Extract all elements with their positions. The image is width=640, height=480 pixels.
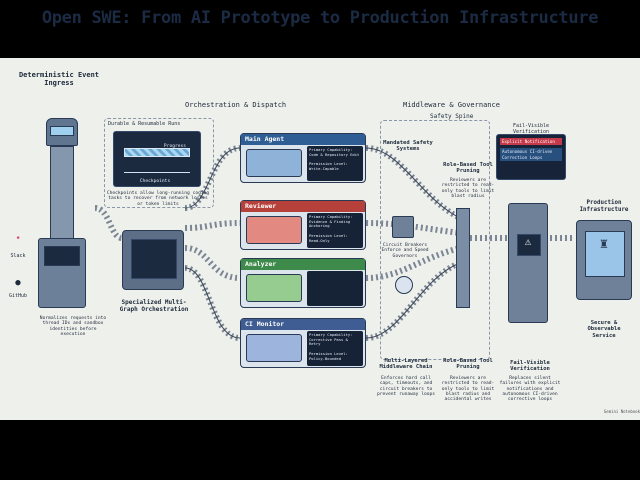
verification-panel: Explicit Notification Autonomous CI-driv…	[496, 134, 566, 180]
section-ingress-title: Deterministic Event Ingress	[18, 71, 100, 88]
breaker-box	[392, 216, 414, 238]
production-fortress	[576, 220, 632, 300]
slack-label: Slack	[10, 253, 26, 259]
agent-ci-monitor-name: CI Monitor	[241, 319, 365, 330]
agent-reviewer-info: Primary Capability: Evidence & Finding A…	[307, 213, 363, 248]
role-top-title: Role-Based Tool Pruning	[443, 162, 493, 175]
reviewer-train-icon	[246, 216, 302, 244]
breakers-label: Circuit Breakers Enforce and Speed Gover…	[381, 243, 429, 259]
agent-main-info: Primary Capability: Code & Repository Ed…	[307, 146, 363, 181]
production-label: Secure & Observable Service	[587, 320, 621, 339]
agent-ci-monitor-info: Primary Capability: Corrective Pass & Re…	[307, 331, 363, 366]
checkpoints-label: Checkpoints	[139, 179, 171, 184]
role-top-desc: Reviewers are restricted to read-only to…	[441, 178, 495, 199]
section-middleware-title: Middleware & Governance	[403, 101, 500, 109]
github-label: GitHub	[8, 293, 28, 299]
middleware-frame	[380, 120, 490, 360]
mandated-label: Mandated Safety Systems	[383, 140, 433, 153]
letterbox-top	[0, 0, 640, 58]
agent-analyzer-name: Analyzer	[241, 259, 365, 270]
github-icon: ●	[15, 278, 21, 288]
role-bot-title: Role-Based Tool Pruning	[443, 358, 493, 371]
verification-gate	[508, 203, 548, 323]
ingress-description: Normalizes requests into thread IDs and …	[39, 316, 107, 337]
explicit-notification: Explicit Notification	[500, 138, 562, 146]
chain-desc: Enforces hard call caps, timeouts, and c…	[376, 376, 436, 397]
agent-main-name: Main Agent	[241, 134, 365, 145]
orchestrator-label: Specialized Multi-Graph Orchestration	[119, 299, 189, 313]
runs-frame	[104, 118, 214, 208]
pruning-gate	[456, 208, 470, 308]
verification-desc: Replaces silent failures with explicit n…	[499, 376, 561, 403]
agent-ci-monitor: CI Monitor Primary Capability: Correctiv…	[240, 318, 366, 368]
castle-icon: ♜	[599, 236, 609, 252]
speed-gauge-icon	[395, 276, 413, 294]
section-orchestration-title: Orchestration & Dispatch	[185, 101, 287, 109]
diagram-canvas: Deterministic Event Ingress Orchestratio…	[0, 58, 640, 420]
rail-tracks	[94, 145, 575, 341]
section-spine-title: Safety Spine	[430, 113, 474, 120]
role-bot-desc: Reviewers are restricted to read-only to…	[441, 376, 495, 403]
runs-monitor	[113, 131, 201, 187]
main-train-icon	[246, 149, 302, 177]
runs-title: Durable & Resumable Runs	[108, 121, 181, 127]
letterbox-bottom	[0, 420, 640, 480]
warning-icon: ⚠	[524, 235, 532, 248]
failvisible-frame-title: Fail-Visible Verification	[512, 123, 550, 135]
analyzer-train-icon	[246, 274, 302, 302]
page-title: Open SWE: From AI Prototype to Productio…	[41, 8, 599, 28]
agent-reviewer: Reviewer Primary Capability: Evidence & …	[240, 200, 366, 250]
agent-analyzer: Analyzer	[240, 258, 366, 308]
watermark: Gemini Notebook	[603, 409, 640, 414]
ingress-tower	[38, 118, 86, 308]
agent-analyzer-info	[307, 271, 363, 306]
chain-title: Multi-Layered Middleware Chain	[379, 358, 433, 371]
orchestrator-switch	[122, 230, 184, 290]
verification-title: Fail-Visible Verification	[510, 360, 550, 373]
agent-main: Main Agent Primary Capability: Code & Re…	[240, 133, 366, 183]
production-title: Production Infrastructure	[579, 200, 629, 213]
autonomous-loops: Autonomous CI-driven Correction Loops	[500, 148, 562, 162]
ci-train-icon	[246, 334, 302, 362]
slack-icon: ✱	[16, 235, 20, 241]
agent-reviewer-name: Reviewer	[241, 201, 365, 212]
runs-description: Checkpoints allow long-running coding ta…	[106, 191, 210, 207]
progress-label: Progress	[163, 144, 187, 149]
